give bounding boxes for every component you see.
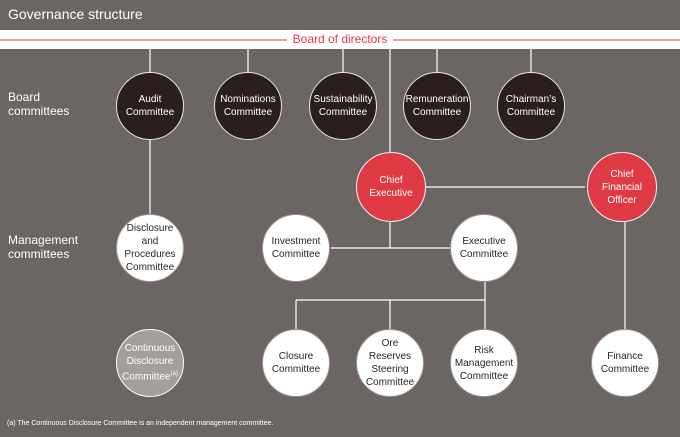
audit-committee: Audit Committee (116, 72, 184, 140)
executive-committee: Executive Committee (450, 214, 518, 282)
finance-committee: Finance Committee (591, 329, 659, 397)
nominations-committee: Nominations Committee (214, 72, 282, 140)
board-of-directors: Board of directors (0, 30, 680, 49)
footnote-marker: (a) (170, 371, 178, 378)
disclosure-procedures-committee: Disclosure and Procedures Committee (116, 214, 184, 282)
chairmans-committee: Chairman’s Committee (497, 72, 565, 140)
footnote: (a) The Continuous Disclosure Committee … (7, 420, 274, 427)
remuneration-committee: Remuneration Committee (403, 72, 471, 140)
board-committees-label: Board committees (8, 90, 70, 118)
continuous-disclosure-committee: Continuous Disclosure Committee(a) (116, 329, 184, 397)
chief-executive: Chief Executive (356, 152, 426, 222)
ore-reserves-steering-committee: Ore Reserves Steering Committee (356, 329, 424, 397)
sustainability-committee: Sustainability Committee (309, 72, 377, 140)
investment-committee: Investment Committee (262, 214, 330, 282)
chief-financial-officer: Chief Financial Officer (587, 152, 657, 222)
closure-committee: Closure Committee (262, 329, 330, 397)
risk-management-committee: Risk Management Committee (450, 329, 518, 397)
management-committees-label: Management committees (8, 233, 79, 261)
page-title: Governance structure (8, 6, 143, 22)
